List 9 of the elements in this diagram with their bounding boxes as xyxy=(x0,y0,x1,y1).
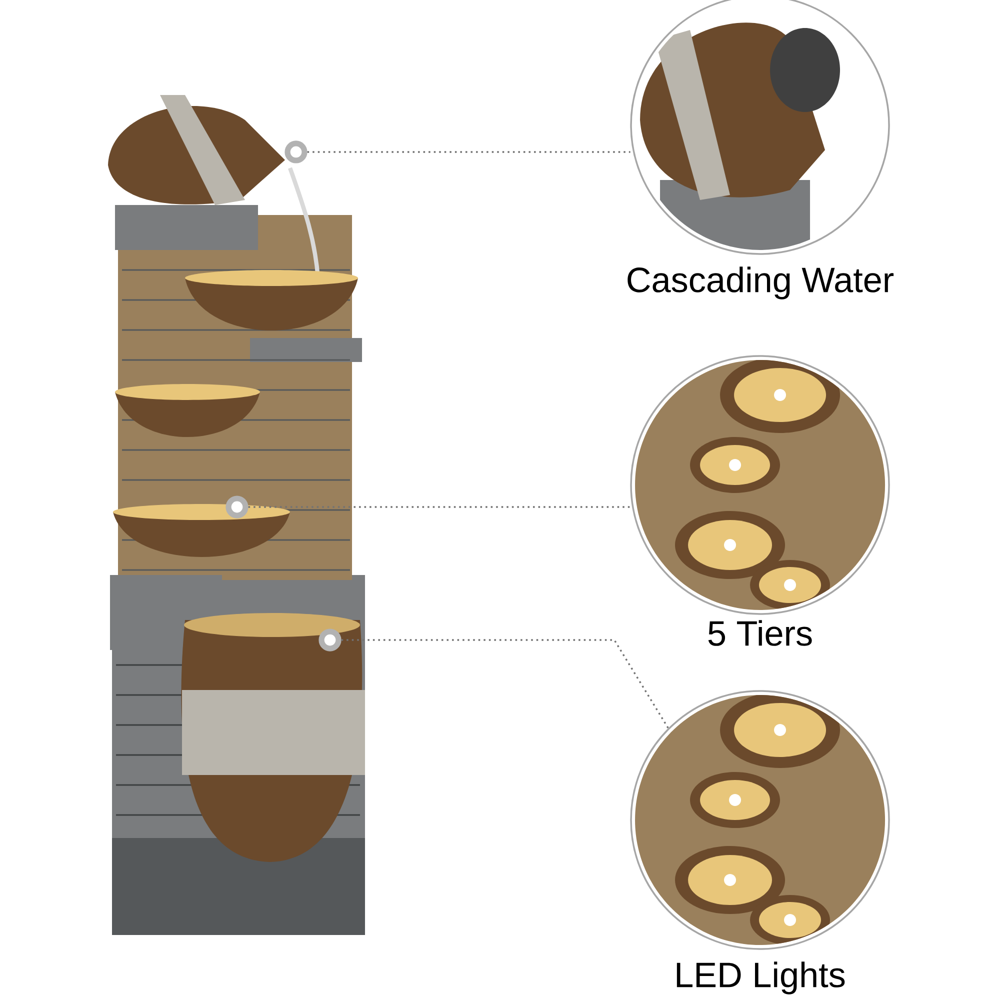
caption-text: LED Lights xyxy=(676,962,845,994)
caption-text: Cascading Water xyxy=(628,266,894,300)
marker-dot xyxy=(226,496,248,518)
caption-text: 5 Tiers xyxy=(708,620,812,646)
leader-line xyxy=(248,506,630,508)
leader-line xyxy=(307,151,630,153)
marker-dot xyxy=(284,140,308,164)
marker-dot xyxy=(318,628,342,652)
leader-line xyxy=(341,639,670,729)
